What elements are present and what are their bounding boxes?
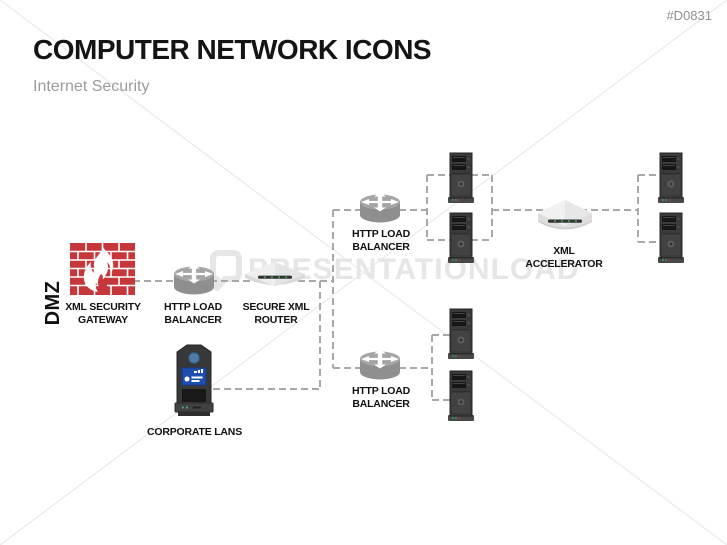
corporate-lans-label: CORPORATE LANS (146, 426, 242, 438)
server-tower-icon (658, 212, 684, 264)
page-title: COMPUTER NETWORK ICONS (33, 34, 432, 65)
load-balancer-icon (358, 349, 402, 383)
presentationload-logo-icon (210, 250, 242, 291)
xml-accelerator-icon (536, 199, 594, 237)
lb-left-label: HTTP LOAD BALANCER (163, 301, 223, 326)
lb-bottom-label: HTTP LOAD BALANCER (351, 385, 411, 410)
corporate-lan-tower-icon (174, 343, 214, 423)
firewall-label: XML SECURITY GATEWAY (65, 301, 141, 326)
lb-top-label: HTTP LOAD BALANCER (351, 228, 411, 253)
router-icon (243, 261, 307, 292)
server-tower-icon (448, 152, 474, 204)
accelerator-label: XML ACCELERATOR (525, 245, 603, 270)
server-tower-icon (448, 308, 474, 360)
firewall-icon (70, 243, 135, 295)
document-id: #D0831 (666, 8, 712, 23)
load-balancer-icon (358, 192, 402, 226)
page-subtitle: Internet Security (33, 78, 150, 95)
load-balancer-icon (172, 264, 216, 298)
server-tower-icon (448, 370, 474, 422)
server-tower-icon (658, 152, 684, 204)
router-label: SECURE XML ROUTER (242, 301, 310, 326)
server-tower-icon (448, 212, 474, 264)
